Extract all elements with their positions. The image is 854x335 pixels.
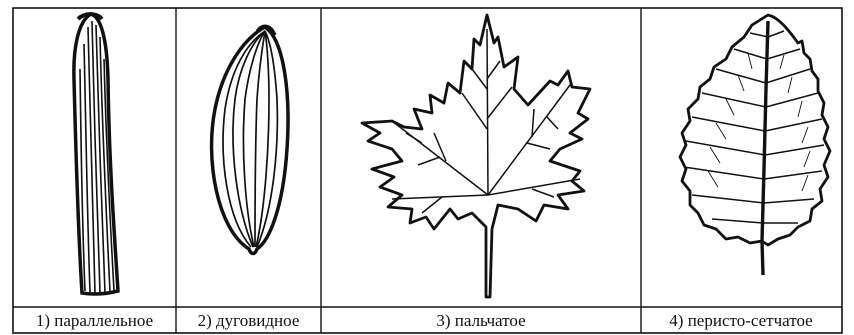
caption-palmate: 3) пальчатое — [322, 308, 640, 334]
caption-arcuate: 2) дуговидное — [177, 308, 320, 334]
leaf-venation-figure: 1) параллельное 2) дуговидное 3) пальчат… — [12, 7, 843, 334]
palmate-venation-leaf-icon — [322, 9, 640, 306]
arcuate-venation-leaf-icon — [177, 9, 320, 306]
caption-pinnate-reticulate: 4) перисто-сетчатое — [642, 308, 840, 334]
caption-parallel: 1) параллельное — [14, 308, 175, 334]
pinnate-reticulate-venation-leaf-icon — [642, 9, 840, 306]
parallel-venation-leaf-icon — [14, 9, 175, 306]
